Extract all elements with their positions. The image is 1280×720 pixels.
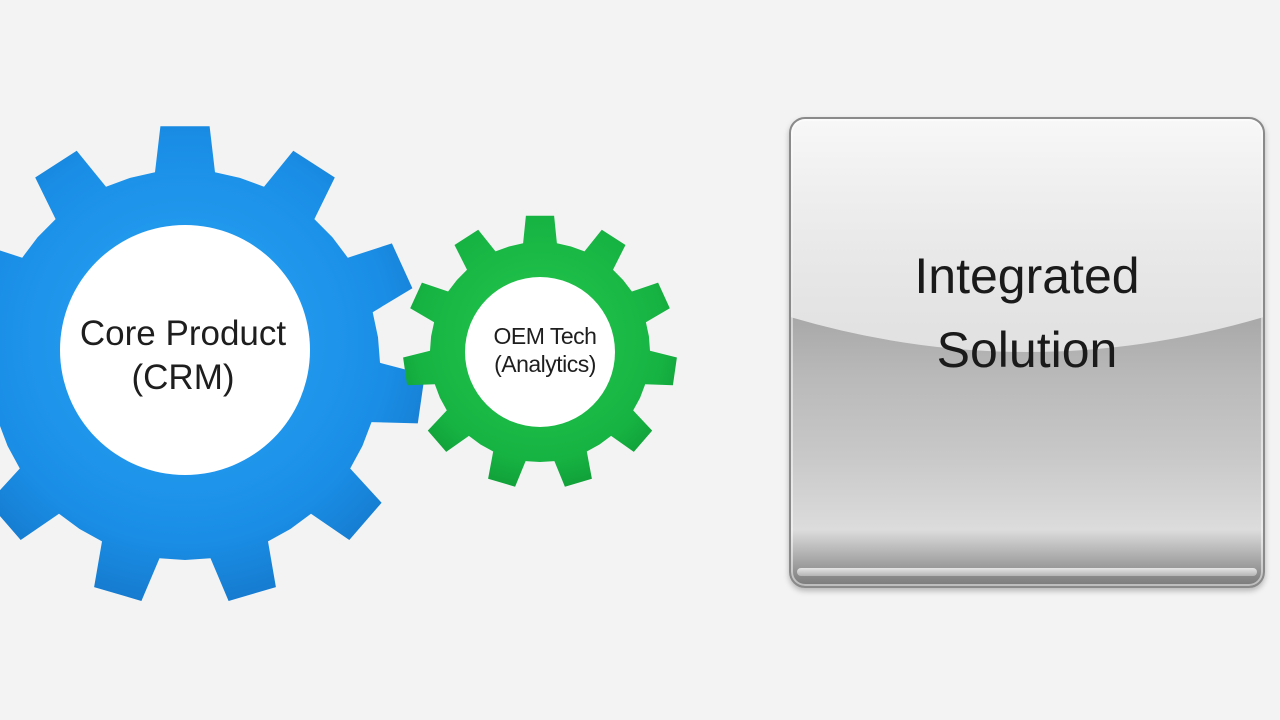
core-product-gear-hub xyxy=(60,225,310,475)
core-product-label-line2: (CRM) xyxy=(131,358,235,397)
integrated-solution-label-line1: Integrated xyxy=(914,248,1140,304)
oem-tech-label-line1: OEM Tech xyxy=(493,323,597,349)
core-product-label-line1: Core Product xyxy=(79,314,287,353)
oem-tech-label: OEM Tech (Analytics) xyxy=(470,322,620,378)
gloss-highlight xyxy=(791,119,1263,353)
core-product-label: Core Product (CRM) xyxy=(58,312,308,400)
integrated-solution-box: Integrated Solution xyxy=(789,117,1265,588)
oem-tech-label-line2: (Analytics) xyxy=(494,351,596,377)
integrated-solution-label-line2: Solution xyxy=(936,322,1118,378)
box-bottom-edge xyxy=(797,568,1257,576)
integrated-solution-label: Integrated Solution xyxy=(791,239,1263,387)
oem-tech-gear-hub xyxy=(465,277,615,427)
